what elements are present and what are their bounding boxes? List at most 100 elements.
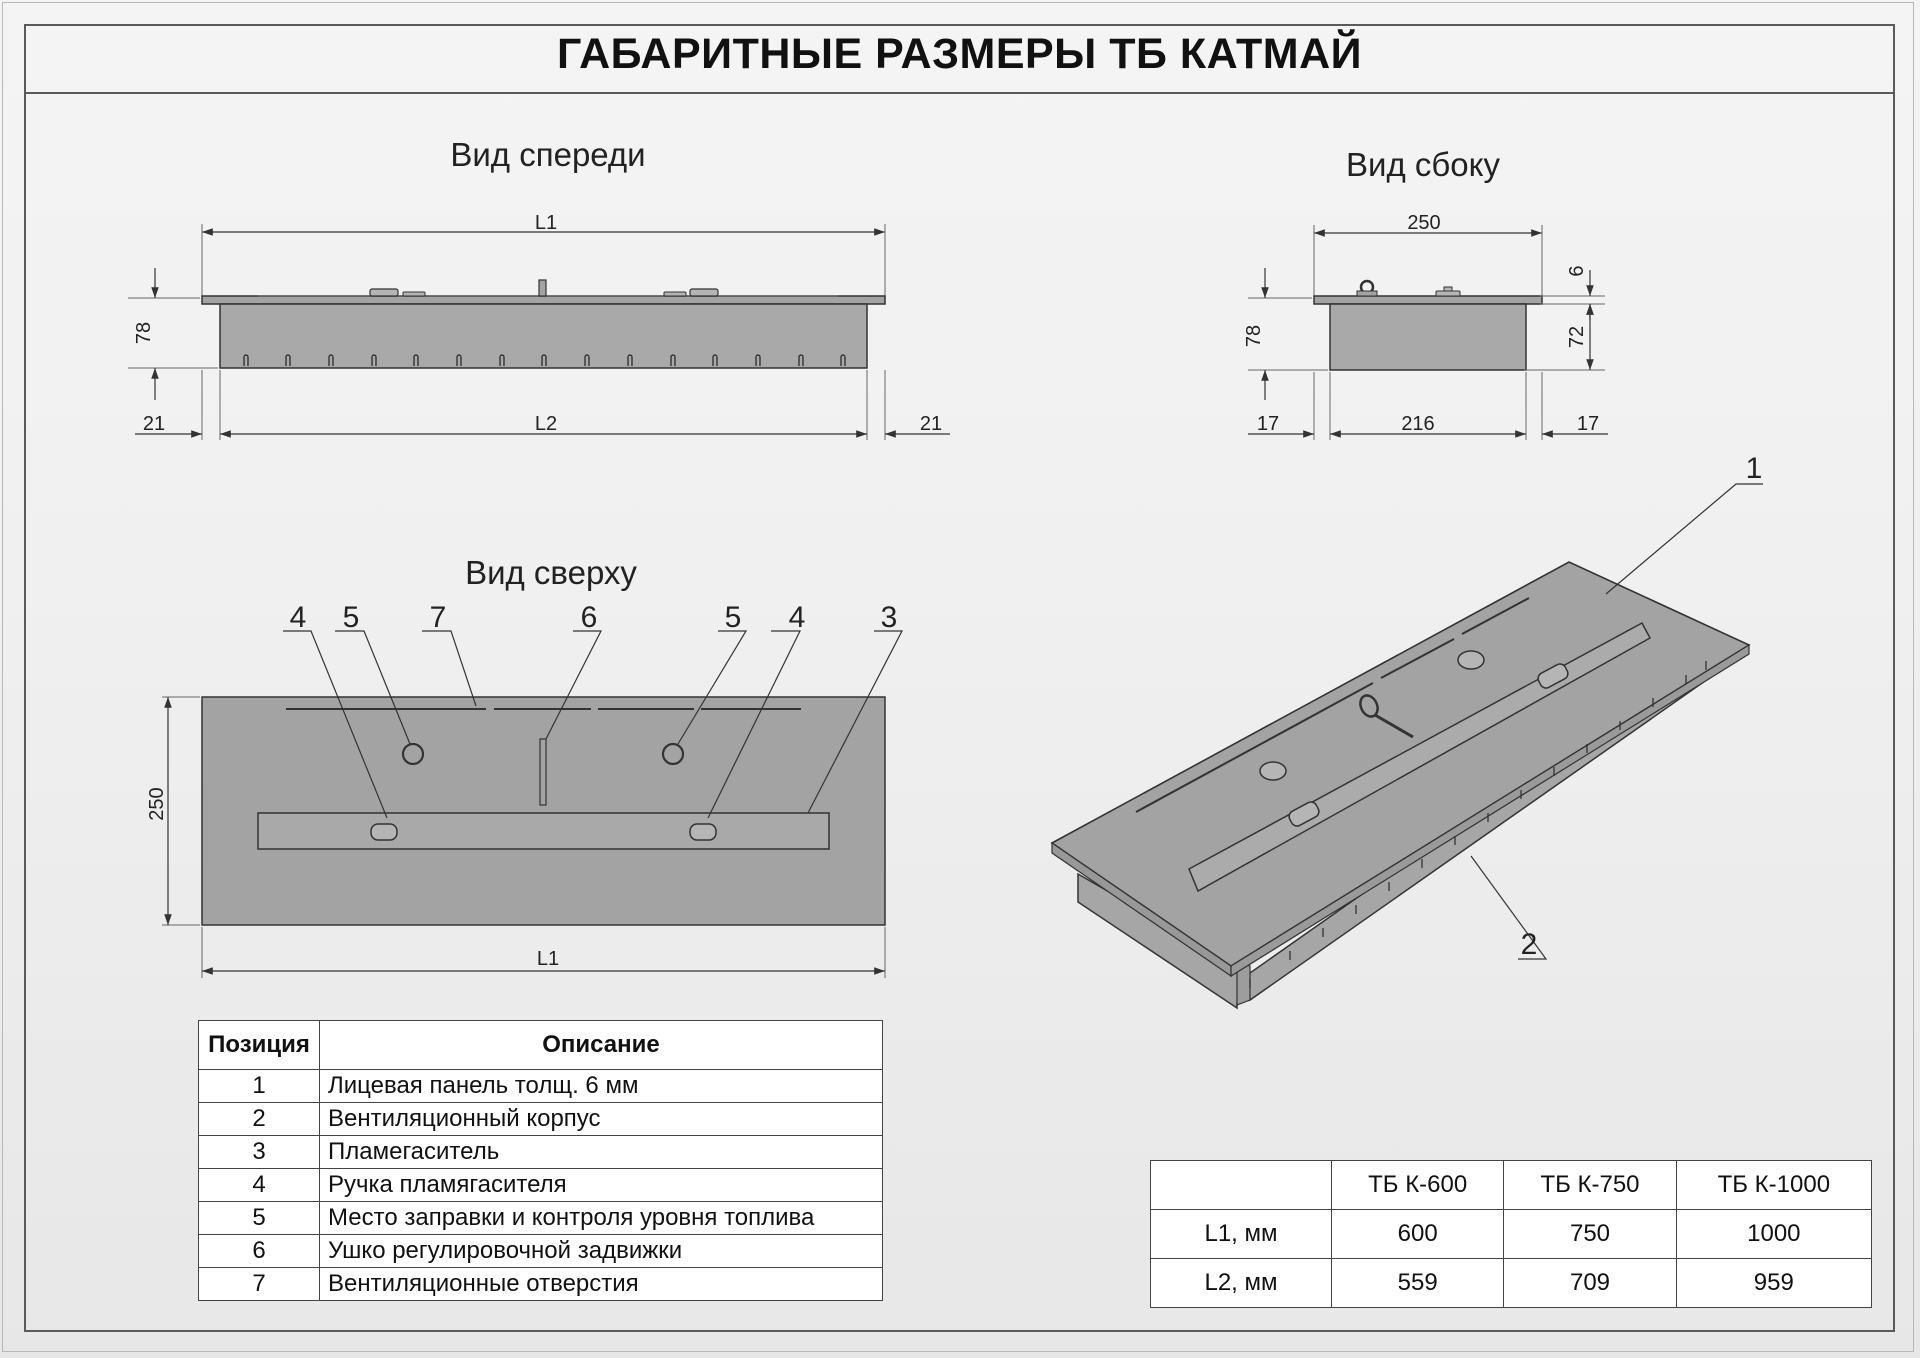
size-value: 709: [1503, 1258, 1677, 1308]
fuel-port-right: [661, 742, 685, 766]
front-right-offset: 21: [920, 413, 942, 435]
l2-label: L2: [535, 413, 557, 435]
title-divider: [24, 92, 1895, 94]
size-row-label: L2, мм: [1150, 1258, 1332, 1308]
drawing-frame: [24, 24, 1895, 1332]
sizes-corner-cell: [1150, 1160, 1332, 1210]
top-handle-right: [689, 823, 717, 841]
legend-header-position: Позиция: [198, 1020, 320, 1070]
front-handle-right: [689, 288, 719, 297]
callout-5-left: 5: [343, 601, 360, 634]
iso-vent-slots: [1135, 597, 1530, 813]
iso-fuel-port-left: [1259, 761, 1287, 781]
top-face-panel: [201, 696, 886, 926]
side-body-height-label: 72: [1566, 326, 1588, 348]
legend-position: 5: [198, 1201, 320, 1235]
model-name: ТБ К-1000: [1675, 1160, 1873, 1210]
model-sizes-table: ТБ К-600 ТБ К-750 ТБ К-1000 L1, мм 600 7…: [1150, 1160, 1873, 1308]
legend-description: Лицевая панель толщ. 6 мм: [319, 1069, 883, 1103]
size-value: 559: [1330, 1258, 1505, 1308]
fuel-port-left: [401, 742, 425, 766]
legend-description: Ушко регулировочной задвижки: [319, 1234, 883, 1268]
top-leader-lines: [283, 630, 903, 819]
isometric-view: 1 2: [1050, 452, 1763, 1010]
side-view-label: Вид сбоку: [1346, 146, 1500, 183]
side-body: [1329, 303, 1527, 371]
side-height-label: 78: [1243, 325, 1265, 347]
iso-damper-eye: [1359, 694, 1379, 718]
top-handle-left: [370, 823, 398, 841]
top-view-label: Вид сверху: [465, 554, 637, 591]
top-l1-label: L1: [537, 948, 559, 970]
front-left-offset: 21: [143, 413, 165, 435]
size-value: 750: [1503, 1209, 1677, 1259]
iso-leader-lines: [1470, 483, 1763, 960]
side-view: Вид сбоку 250 6 72 78: [1243, 146, 1608, 440]
legend-description: Вентиляционные отверстия: [319, 1267, 883, 1301]
size-value: 959: [1675, 1258, 1873, 1308]
model-name: ТБ К-600: [1330, 1160, 1505, 1210]
legend-position: 1: [198, 1069, 320, 1103]
front-height-label: 78: [133, 322, 155, 344]
legend-description: Вентиляционный корпус: [319, 1102, 883, 1136]
model-name: ТБ К-750: [1503, 1160, 1677, 1210]
front-vent-pins: [243, 354, 846, 366]
iso-fuel-port-right: [1457, 650, 1485, 670]
front-view: Вид спереди L1: [128, 136, 950, 440]
callout-2: 2: [1521, 928, 1538, 961]
legend-position: 7: [198, 1267, 320, 1301]
callout-6: 6: [581, 601, 598, 634]
front-body: [219, 303, 868, 369]
size-row-label: L1, мм: [1150, 1209, 1332, 1259]
legend-description: Пламегаситель: [319, 1135, 883, 1169]
iso-flame-damper: [1188, 621, 1652, 893]
legend-position: 4: [198, 1168, 320, 1202]
callout-3: 3: [881, 601, 898, 634]
top-depth-label: 250: [146, 787, 168, 820]
legend-description: Ручка пламягасителя: [319, 1168, 883, 1202]
side-left-offset: 17: [1257, 413, 1279, 435]
table-row: L2, мм 559 709 959: [1150, 1258, 1873, 1308]
side-width-label: 250: [1407, 212, 1440, 234]
top-damper-eye: [539, 738, 547, 806]
iso-handle-left: [1288, 801, 1320, 827]
top-flame-damper: [257, 812, 830, 850]
legend-position: 2: [198, 1102, 320, 1136]
callout-1: 1: [1746, 452, 1763, 485]
front-face-panel: [201, 295, 886, 305]
side-right-offset: 17: [1577, 413, 1599, 435]
callout-4-left: 4: [290, 601, 307, 634]
iso-vent-pins: [1249, 661, 1707, 988]
table-row: L1, мм 600 750 1000: [1150, 1209, 1873, 1259]
front-handle-left: [369, 288, 399, 297]
side-handle: [1435, 290, 1461, 297]
legend-position: 6: [198, 1234, 320, 1268]
callout-5-right: 5: [725, 601, 742, 634]
callout-4-right: 4: [789, 601, 806, 634]
legend-description: Место заправки и контроля уровня топлива: [319, 1201, 883, 1235]
sizes-header-row: ТБ К-600 ТБ К-750 ТБ К-1000: [1150, 1160, 1873, 1210]
side-inner-width-label: 216: [1401, 413, 1434, 435]
legend-header-row: Позиция Описание: [198, 1020, 883, 1070]
legend-position: 3: [198, 1135, 320, 1169]
size-value: 600: [1330, 1209, 1505, 1259]
side-face-panel: [1313, 295, 1543, 305]
legend-header-description: Описание: [319, 1020, 883, 1070]
l1-label: L1: [535, 212, 557, 234]
callout-7: 7: [430, 601, 447, 634]
sheet-title: ГАБАРИТНЫЕ РАЗМЕРЫ ТБ КАТМАЙ: [556, 30, 1363, 78]
top-callouts: 4 5 7 6 5 4 3: [290, 601, 898, 634]
front-damper-eye: [538, 279, 547, 297]
side-panel-thickness-label: 6: [1566, 265, 1588, 276]
